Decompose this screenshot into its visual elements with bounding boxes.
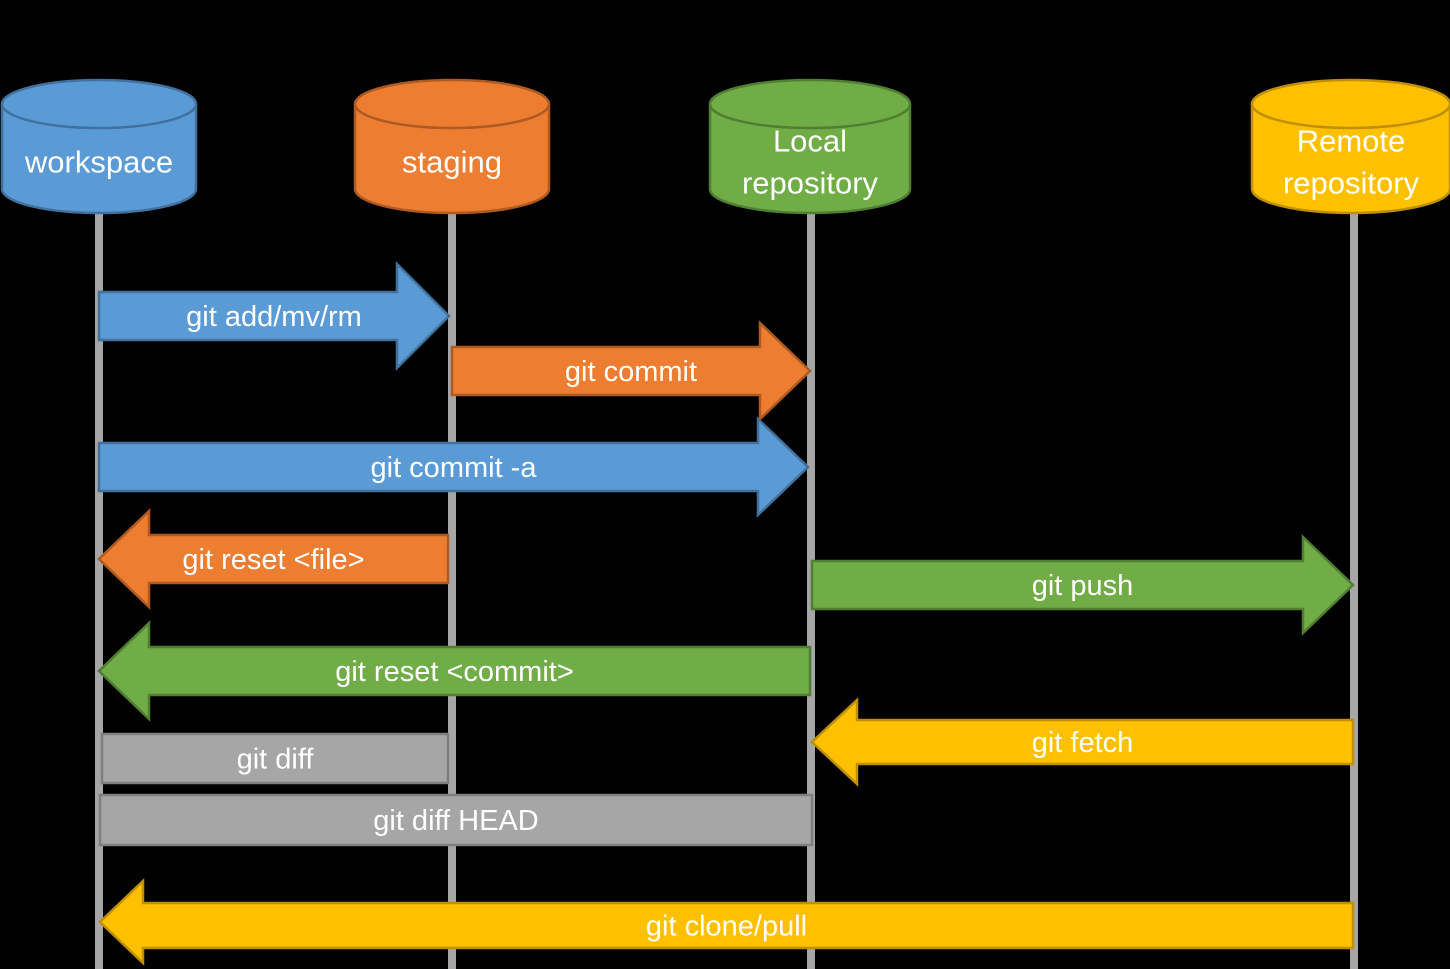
arrow-git-clone-pull-shape	[98, 878, 1355, 966]
arrow-git-reset-file: git reset <file>	[97, 508, 450, 610]
bar-git-diff: git diff	[100, 732, 450, 785]
arrow-git-commit-label: git commit	[565, 356, 697, 388]
lifeline-staging	[448, 208, 456, 969]
node-remote-repository: Remote repository	[1250, 78, 1450, 215]
arrow-git-clone-pull: git clone/pull	[98, 878, 1355, 966]
arrow-git-reset-commit-label: git reset <commit>	[335, 656, 574, 688]
bar-git-diff-shape	[100, 732, 450, 785]
lifeline-remote-repository	[1350, 208, 1358, 969]
node-local-repository: Local repository	[708, 78, 912, 215]
node-remote-repository-top	[1250, 78, 1450, 130]
node-local-repository-label: Local	[773, 124, 847, 159]
arrow-git-reset-commit: git reset <commit>	[97, 620, 812, 722]
node-workspace: workspace	[0, 78, 198, 215]
arrow-git-commit: git commit	[450, 320, 812, 422]
arrow-git-reset-commit-shape	[97, 620, 812, 722]
node-remote-repository-label: Remote	[1297, 124, 1406, 159]
node-local-repository-top	[708, 78, 912, 130]
node-staging-label: staging	[402, 145, 502, 180]
arrow-git-add-mv-rm: git add/mv/rm	[97, 260, 451, 372]
arrow-git-fetch-label: git fetch	[1032, 727, 1134, 759]
node-staging-top	[353, 78, 551, 130]
node-remote-repository-body	[1250, 102, 1450, 215]
arrow-git-add-mv-rm-label: git add/mv/rm	[186, 301, 362, 333]
node-workspace-top	[0, 78, 198, 130]
arrow-git-reset-file-shape	[97, 508, 450, 610]
arrow-git-commit-a-label: git commit -a	[371, 452, 538, 484]
node-staging-body	[353, 102, 551, 215]
node-local-repository-label: repository	[742, 166, 879, 201]
bar-git-diff-head: git diff HEAD	[98, 793, 814, 847]
node-local-repository-body	[708, 102, 912, 215]
arrow-git-fetch-shape	[810, 697, 1355, 787]
arrow-git-reset-file-label: git reset <file>	[182, 544, 364, 576]
lifeline-workspace	[95, 208, 103, 969]
arrow-git-commit-shape	[450, 320, 812, 422]
arrow-git-commit-a-shape	[97, 416, 810, 518]
node-workspace-label: workspace	[24, 145, 173, 180]
node-workspace-body	[0, 102, 198, 215]
arrow-git-push: git push	[810, 534, 1355, 636]
arrow-git-add-mv-rm-shape	[97, 260, 451, 372]
arrow-git-push-shape	[810, 534, 1355, 636]
node-remote-repository-label: repository	[1283, 166, 1420, 201]
arrow-git-push-label: git push	[1032, 570, 1134, 602]
arrow-git-commit-a: git commit -a	[97, 416, 810, 518]
bar-git-diff-head-label: git diff HEAD	[373, 805, 538, 837]
node-staging: staging	[353, 78, 551, 215]
bar-git-diff-label: git diff	[237, 744, 315, 776]
bar-git-diff-head-shape	[98, 793, 814, 847]
arrow-git-fetch: git fetch	[810, 697, 1355, 787]
arrow-git-clone-pull-label: git clone/pull	[646, 911, 807, 943]
